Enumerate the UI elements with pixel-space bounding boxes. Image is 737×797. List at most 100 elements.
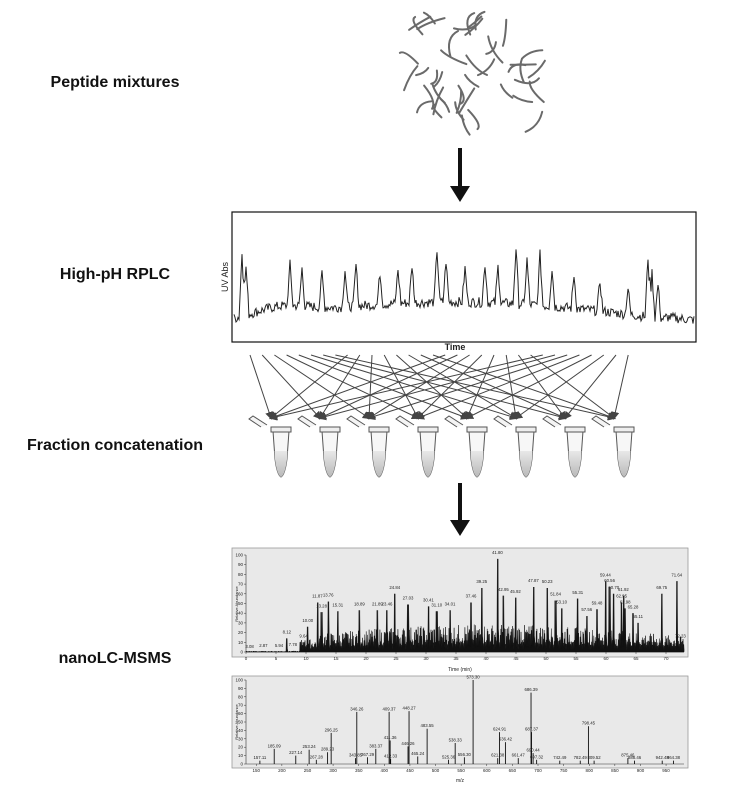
- chrom-xtick-label: 55: [573, 656, 579, 661]
- concatenation-arrow: [396, 354, 469, 420]
- concatenation-arrow: [310, 354, 518, 421]
- concatenation-arrow: [408, 354, 518, 420]
- chrom-xtick-label: 70: [663, 656, 669, 661]
- concatenation-arrow: [432, 354, 616, 420]
- peptide-strand: [433, 71, 444, 88]
- spectrum-xtick-label: 800: [585, 768, 593, 773]
- spectrum-xtick-label: 150: [252, 768, 260, 773]
- spectrum-peak-label: 875.46: [621, 753, 635, 758]
- concatenation-arrow: [505, 354, 520, 420]
- concatenation-arrow: [465, 354, 592, 419]
- tube-icon: [297, 415, 341, 478]
- chrom-xtick-label: 20: [363, 656, 369, 661]
- chrom-peak-label: 21.89: [372, 601, 383, 606]
- concatenation-arrow: [514, 354, 605, 420]
- spectrum-peak-label: 411.36: [384, 735, 397, 740]
- spectrum-xtick-label: 900: [637, 768, 645, 773]
- spectrum-peak-label: 556.30: [458, 752, 472, 757]
- spectrum-peak-label: 798.45: [582, 721, 596, 726]
- peptide-strand: [432, 86, 445, 116]
- spectrum-peak-label: 942.48: [656, 755, 670, 760]
- chrom-peak-label: 60.70: [608, 585, 619, 590]
- peptide-strand: [527, 59, 546, 79]
- chrom-xtick-label: 50: [543, 656, 549, 661]
- chrom-trace: [245, 558, 685, 653]
- peptide-strand: [454, 101, 465, 121]
- chrom-xtick-label: 45: [513, 656, 519, 661]
- chrom-peak-label: 71.64: [671, 572, 682, 577]
- peptide-strand: [416, 100, 433, 114]
- spectrum-peak-label: 538.33: [449, 738, 463, 743]
- spectrum-xtick-label: 400: [381, 768, 389, 773]
- fraction-tubes: [248, 415, 635, 478]
- chrom-peak-label: 47.87: [528, 578, 539, 583]
- tube-icon: [248, 415, 292, 478]
- step-label-nanolc: nanoLC-MSMS: [58, 650, 172, 667]
- chrom-ytick-label: 60: [238, 591, 244, 596]
- concatenation-arrow: [269, 354, 348, 420]
- chrom-xtick-label: 35: [453, 656, 459, 661]
- concatenation-arrow: [269, 354, 446, 420]
- spectrum-ytick-label: 80: [238, 694, 244, 699]
- step-label-peptide: Peptide mixtures: [50, 74, 180, 91]
- spectrum-ytick-label: 20: [238, 745, 244, 750]
- peptide-strand: [447, 30, 460, 58]
- concatenation-arrow: [611, 354, 629, 420]
- peptide-strand: [485, 41, 497, 55]
- peptide-strand: [458, 87, 476, 115]
- tube-icon: [542, 415, 586, 478]
- chrom-peak-label: 45.92: [510, 589, 521, 594]
- spectrum-peak-label: 964.38: [667, 755, 681, 760]
- chrom-peak-label: 18.89: [354, 601, 365, 606]
- chrom-peak-label: 59.48: [592, 600, 603, 605]
- spectrum-peak-label: 367.29: [361, 752, 375, 757]
- chrom-peak-label: 2.87: [259, 643, 268, 648]
- concatenation-arrow: [563, 354, 617, 420]
- chrom-xtick-label: 5: [275, 656, 278, 661]
- chrom-peak-label: 61.92: [618, 587, 629, 592]
- spectrum-peak-label: 296.25: [325, 727, 339, 732]
- concatenation-arrow: [261, 354, 322, 420]
- chrom-peak-label: 42.95: [498, 587, 509, 592]
- concatenation-arrow: [274, 354, 371, 420]
- concatenation-arrow: [420, 354, 567, 420]
- chrom-ytick-label: 40: [238, 611, 244, 616]
- peptide-strand: [499, 83, 514, 99]
- spectrum-xtick-label: 600: [483, 768, 491, 773]
- spectrum-peak-label: 412.33: [384, 753, 398, 758]
- tube-icon: [591, 415, 635, 478]
- peptide-strands: [398, 10, 546, 136]
- spectrum-peak-label: 809.52: [588, 755, 602, 760]
- chrom-peak-label: 57.56: [581, 607, 592, 612]
- chrom-peak-label: 41.80: [492, 550, 503, 555]
- spectrum-peak-label: 621.38: [491, 753, 505, 758]
- spectrum-peak-label: 289.23: [321, 747, 335, 752]
- chrom-peak-label: 11.87: [312, 594, 323, 599]
- spectrum-peak-label: 661.47: [512, 753, 526, 758]
- spectrum-peak-label: 888.46: [628, 755, 642, 760]
- peptide-strand: [422, 11, 436, 25]
- chrom-peak-label: 55.31: [572, 590, 583, 595]
- down-arrow-1: [450, 148, 470, 202]
- chrom-peak-label: 39.25: [476, 579, 487, 584]
- peptide-strand: [474, 10, 486, 31]
- concatenation-arrow: [416, 354, 483, 420]
- chrom-xtick-label: 65: [633, 656, 639, 661]
- step-label-fraction: Fraction concatenation: [26, 437, 204, 454]
- chrom-peak-label: 72.23: [675, 633, 686, 638]
- peptide-strand: [408, 15, 432, 31]
- chrom-peak-label: 65.28: [628, 604, 639, 609]
- concatenation-arrow: [323, 354, 567, 421]
- concatenation-arrow: [298, 354, 469, 420]
- peptide-strand: [403, 65, 419, 92]
- spectrum-ytick-label: 60: [238, 711, 244, 716]
- spectrum-peak-label: 157.11: [253, 755, 266, 760]
- peptide-strand: [398, 51, 419, 65]
- chrom-peak-label: 50.23: [542, 579, 553, 584]
- spectrum-peak-label: 690.44: [527, 748, 541, 753]
- chrom-peak-label: 13.28: [316, 603, 327, 608]
- chrom-peak-label: 59.44: [600, 572, 611, 577]
- concatenation-arrow: [269, 354, 543, 421]
- concatenation-arrow: [318, 354, 458, 420]
